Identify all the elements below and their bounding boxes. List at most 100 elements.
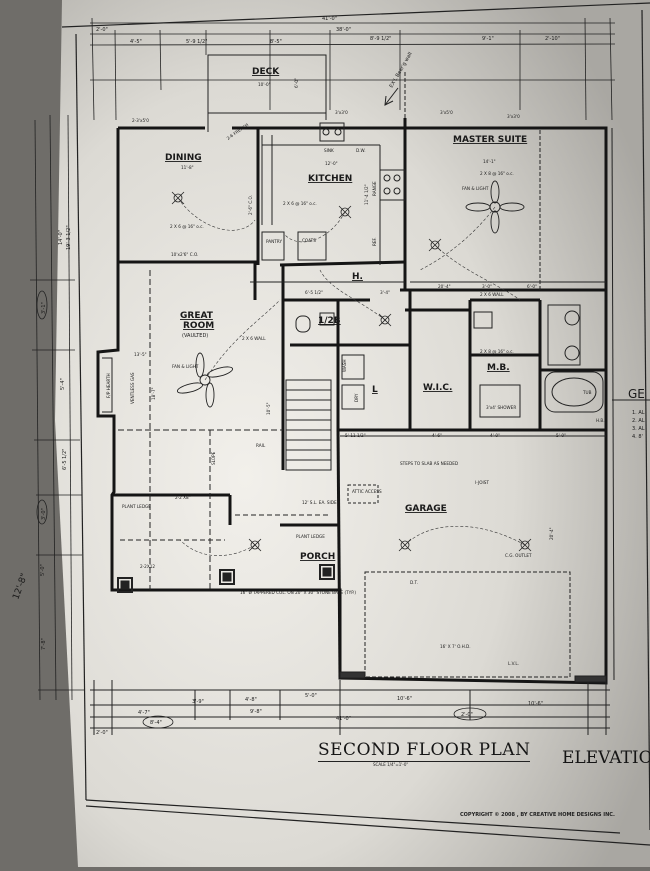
window-note-2: 3'x5'0 [440,110,453,115]
dim-circle-left [36,290,48,320]
dim-bottom-2: 4'-7" [138,710,150,716]
room-label: ROOM [183,321,214,331]
fan-light-great: FAN & LIGHT [172,364,199,369]
master-joist: 2 X 8 @ 16" o.c. [480,171,514,176]
dim-int-j: 20'-4" [549,527,554,540]
dt-note: D.T. [410,580,418,585]
dim-int-e: 4'-0" [490,433,500,438]
dim-top-4: 8'-5" [270,39,282,45]
dim-left-9: 3'-0" [41,508,47,520]
dim-left-4: 6'-5 1/2" [62,449,68,470]
master-width: 14'-1" [483,159,496,164]
dim-top-7: 2'-10" [545,36,560,42]
porch-label: PORCH [300,552,335,562]
dim-left-5: 5'-0" [40,564,46,576]
dim-bottom-7: 10'-6" [397,696,412,702]
porch-beam-b: 2-2X12 [140,564,155,569]
dim-bottom-1: 2'-0" [96,730,108,736]
window-note-3: 2-3'x5'0 [132,118,149,123]
kitchen-label: KITCHEN [308,174,352,184]
hall-label: H. [352,272,363,282]
outlet-note: C.G. OUTLET [505,553,532,558]
dim-circle-bottom-2 [142,715,174,729]
dim-circle-bottom [453,707,487,721]
paper [55,0,650,867]
fan-icon [176,352,234,408]
plant-ledge-1: PLANT LEDGE [122,504,151,509]
kitchen-depth: 11'-4 1/2" [364,184,369,205]
rail-note: RAIL [256,443,266,448]
column-note: 16" Ø TAPPERED COL. ON 20" X 30" STONE B… [240,590,356,595]
fan-light-master: FAN & LIGHT [462,186,489,191]
kitchen-joist: 2 X 6 @ 16" o.c. [283,201,317,206]
dim-int-m: 10'-5" [266,402,271,415]
dim-int-g: 5'-11 1/2" [345,433,366,438]
vaulted-label: (VAULTED) [182,333,208,339]
sink-label: SINK [324,148,334,153]
garage-door-note: 16' X 7' O.H.D. [440,644,471,649]
legend-head: GE [628,387,645,401]
pantry-label: PANTRY [266,239,282,244]
deck-size: 10'-0" [258,82,271,87]
dim-int-d: 4'-6" [432,433,442,438]
kitchen-width: 12'-0" [325,161,338,166]
dim-top-8: 38'-0" [336,27,351,33]
copyright-note: COPYRIGHT © 2008 , BY CREATIVE HOME DESI… [460,812,615,818]
dim-int-a: 3'-0" [482,284,492,289]
fan-icon [465,180,525,234]
fireplace-note: F/P HEARTH [106,373,111,398]
dim-bottom-3: 3'-9" [192,699,204,705]
plan-scale: SCALE 1/4"=1'-0" [373,762,409,767]
mb-label: M.B. [487,363,510,373]
dim-left-1: 14'-0" [58,230,64,245]
dryer-label: DRY [354,393,359,402]
great-label: GREAT [180,311,214,321]
dim-top-2: 4'-5" [130,39,142,45]
dim-top-1: 2'-0" [96,27,108,33]
window-note-4: 3'x3'0 [507,114,520,119]
dw-label: D.W. [356,148,366,153]
co-note-2: 2'-6" C.O. [248,195,253,215]
legend-item-1: 1. AL [632,410,645,416]
legend-item-3: 3. AL [632,426,645,432]
plan-title: SECOND FLOOR PLAN [318,740,531,762]
dim-int-c: 20'-4" [438,284,451,289]
laundry-label: L [372,385,378,395]
dim-left-2: 19'-3 1/2" [66,225,72,250]
dim-bottom-10: 8'-4" [150,720,162,726]
mb-joist: 2 X 8 @ 16" o.c. [480,349,514,354]
dim-int-f: 5'-0" [556,433,566,438]
dim-int-i: 3'-4" [380,290,390,295]
ventless-note: VENTLESS GAS [130,372,135,404]
slope-note: SLOPE [211,451,216,465]
dim-int-h: 6'-5 1/2" [305,290,323,295]
dim-left-8: 3'-1" [41,302,47,314]
coats-label: COATS [302,238,316,243]
dim-overall-bottom: 41'-0" [336,716,351,722]
dim-bottom-9: 2'-0" [461,712,473,718]
elevation-title: ELEVATIO [562,748,650,768]
master-suite-label: MASTER SUITE [453,135,527,145]
half-bath-label: 1/2B [318,316,341,326]
attic-access: ATTIC ACCESS [352,489,382,494]
steps-note: STEPS TO SLAB AS NEEDED [400,461,458,466]
co-note: 10'x2'6" C.O. [171,252,198,257]
plant-ledge-2: PLANT LEDGE [296,534,325,539]
great-width: 13'-5" [134,352,147,357]
dim-top-6: 9'-1" [482,36,494,42]
dim-left-7: 12'-8" [11,572,30,601]
dim-bottom-8: 10'-6" [528,701,543,707]
legend-item-2: 2. AL [632,418,645,424]
range-label: RANGE [372,181,377,196]
lvl-note: L.V.L. [508,661,519,666]
dim-top-5: 8'-9 1/2" [370,36,391,42]
window-note-1: 3'x3'0 [335,110,348,115]
dining-joist: 2 X 6 @ 16" o.c. [170,224,204,229]
deck-height: 6'-0" [294,78,299,88]
dining-width: 11'-8" [181,165,194,170]
wic-label: W.I.C. [423,383,452,393]
dim-left-3: 5'-4" [60,378,66,390]
wall-note: 2 X 6 WALL [242,336,266,341]
